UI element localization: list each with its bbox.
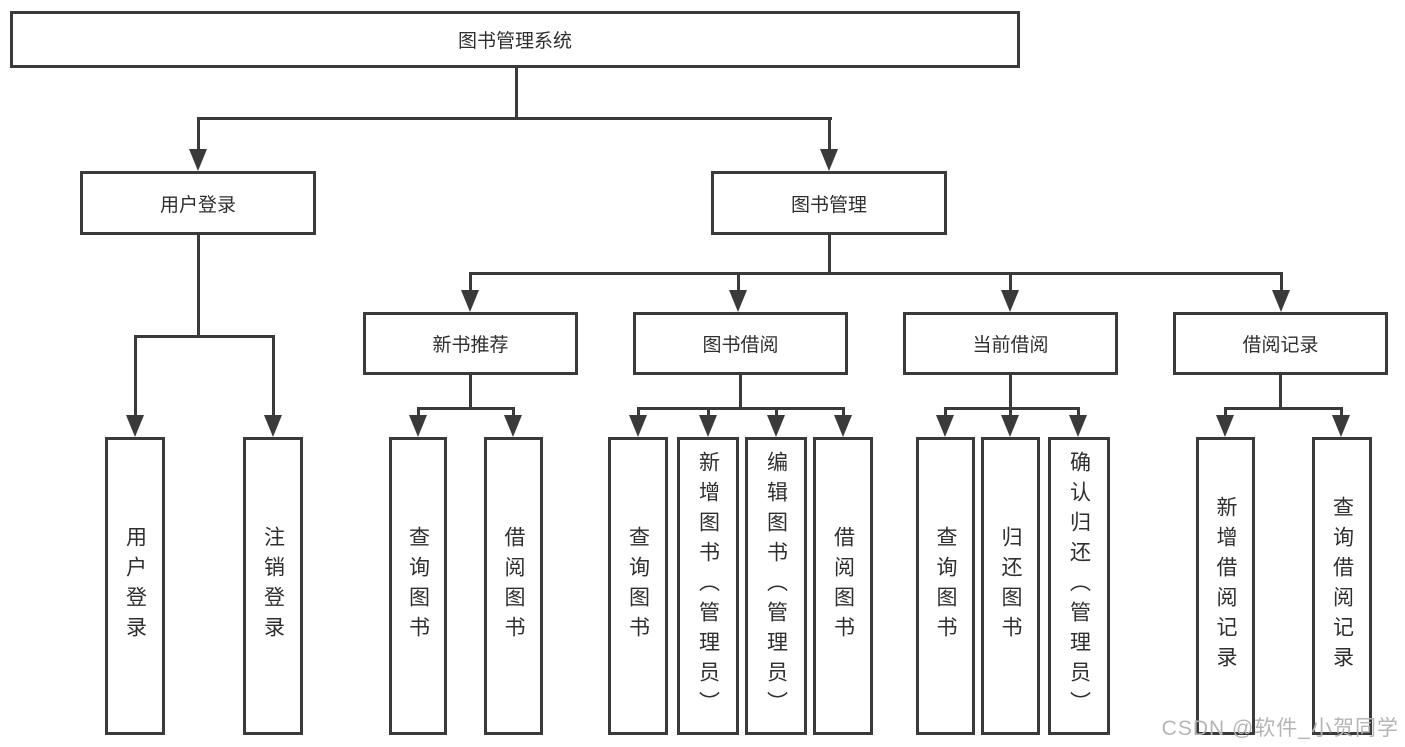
arrowhead-leaf [629,415,647,437]
arrowhead-login [126,415,144,437]
connector-new-books-rail [417,407,515,410]
connector-leaf-drop [417,407,420,419]
node-label: 归还图书 [999,526,1022,646]
connector-user-login-stem [197,235,200,335]
connector-level2-rail [197,117,832,120]
node-current-borrowing: 当前借阅 [903,312,1118,375]
node-user-login: 用户登录 [80,171,316,235]
connector-borrowing-rail [637,407,845,410]
arrowhead-current [1001,290,1019,312]
node-label: 新增借阅记录 [1214,496,1237,676]
node-label: 查询图书 [934,526,957,646]
node-label: 查询借阅记录 [1330,496,1354,676]
arrowhead-new-books [461,290,479,312]
connector-leaf-drop [775,407,778,419]
connector-leaf-drop [1077,407,1080,419]
node-label: 确认归还（管理员） [1067,451,1091,721]
node-label: 图书管理 [790,194,867,216]
connector-records-rail [1224,407,1343,410]
leaf-query-books-recommend: 查询图书 [389,437,447,735]
connector-leaf-drop [842,407,845,419]
node-label: 借阅图书 [831,526,855,646]
connector-user-login-rail [134,335,275,338]
arrowhead-logout [264,415,282,437]
node-label: 借阅图书 [502,526,525,646]
connector-records-stem [1279,375,1282,407]
arrowhead-user-login [189,149,207,171]
node-book-management: 图书管理 [711,171,947,235]
leaf-borrow-books: 借阅图书 [813,437,873,735]
leaf-edit-books-admin: 编辑图书（管理员） [745,437,807,735]
watermark: CSDN @软件_小贺同学 [1161,717,1399,740]
arrowhead-leaf [1332,415,1350,437]
connector-book-mgmt-stem [828,235,831,272]
node-borrowing-records: 借阅记录 [1173,312,1388,375]
arrowhead-leaf [1001,415,1019,437]
node-label: 编辑图书（管理员） [764,451,788,721]
leaf-query-books-current: 查询图书 [916,437,975,735]
leaf-confirm-return-admin: 确认归还（管理员） [1048,437,1110,735]
connector-leaf-drop [512,407,515,419]
arrowhead-leaf [834,415,852,437]
connector-current-rail [944,407,1080,410]
node-new-book-recommend: 新书推荐 [363,312,578,375]
connector-logout-drop [272,335,275,418]
connector-borrowing-drop [737,272,740,292]
node-label: 查询图书 [406,526,430,646]
node-label: 注销登录 [261,526,285,646]
connector-book-mgmt-drop [828,117,831,151]
connector-leaf-drop [637,407,640,419]
connector-current-drop [1009,272,1012,292]
node-label: 用户登录 [123,526,147,646]
connector-borrowing-stem [739,375,742,407]
connector-new-books-stem [469,375,472,407]
arrowhead-leaf [699,415,717,437]
connector-login-drop [134,335,137,418]
connector-leaf-drop [1340,407,1343,419]
connector-records-drop [1280,272,1283,292]
connector-leaf-drop [1224,407,1227,419]
connector-leaf-drop [707,407,710,419]
node-label: 图书借阅 [702,335,779,356]
connector-root-stem [515,68,518,118]
connector-leaf-drop [1009,407,1012,419]
arrowhead-borrowing [729,290,747,312]
arrowhead-leaf [504,415,522,437]
leaf-return-books: 归还图书 [981,437,1040,735]
connector-current-stem [1009,375,1012,407]
leaf-borrow-books-recommend: 借阅图书 [484,437,543,735]
arrowhead-leaf [936,415,954,437]
arrowhead-leaf [1069,415,1087,437]
arrowhead-book-mgmt [820,149,838,171]
arrowhead-records [1272,290,1290,312]
node-label: 查询图书 [626,526,650,646]
node-label: 用户登录 [159,194,236,216]
arrowhead-leaf [1216,415,1234,437]
leaf-user-login: 用户登录 [105,437,165,735]
leaf-add-books-admin: 新增图书（管理员） [677,437,739,735]
connector-new-books-drop [469,272,472,292]
connector-level3-rail [469,272,1282,275]
node-label: 图书管理系统 [457,31,572,52]
connector-leaf-drop [944,407,947,419]
arrowhead-leaf [767,415,785,437]
connector-user-login-drop [197,117,200,151]
node-book-borrowing: 图书借阅 [633,312,848,375]
leaf-query-borrow-record: 查询借阅记录 [1312,437,1372,735]
leaf-logout: 注销登录 [243,437,303,735]
node-library-management-system: 图书管理系统 [10,11,1020,68]
node-label: 当前借阅 [972,335,1049,356]
leaf-add-borrow-record: 新增借阅记录 [1196,437,1255,735]
node-label: 新增图书（管理员） [696,451,720,721]
arrowhead-leaf [409,415,427,437]
node-label: 借阅记录 [1242,335,1319,356]
node-label: 新书推荐 [432,335,509,356]
leaf-query-books-borrowing: 查询图书 [608,437,668,735]
